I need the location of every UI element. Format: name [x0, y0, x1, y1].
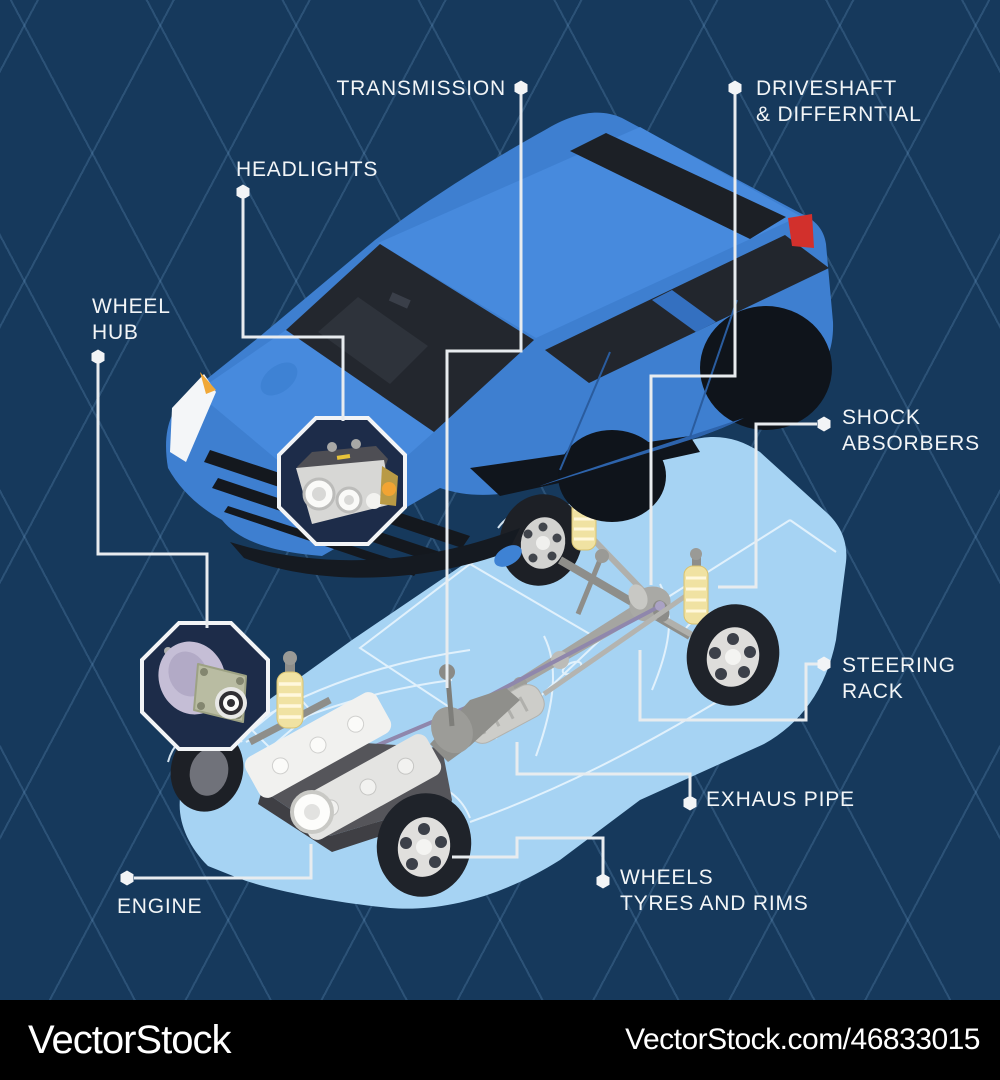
label-text: HEADLIGHTS: [236, 158, 379, 181]
headlight-detail-art: [296, 439, 398, 524]
wheel-hub-callout: [140, 621, 270, 751]
label-text: WHEEL: [92, 295, 171, 318]
chassis-illustration: [170, 480, 780, 897]
wheel-rear-right: [686, 604, 780, 706]
label-text: TYRES AND RIMS: [620, 892, 809, 915]
leader-dot: [683, 795, 697, 811]
label-text: EXHAUS PIPE: [706, 788, 855, 811]
label-text: RACK: [842, 680, 904, 703]
label-text: HUB: [92, 321, 139, 344]
label-text: & DIFFERNTIAL: [756, 103, 922, 126]
b-pillar: [652, 290, 716, 332]
rear-window: [570, 133, 786, 239]
leader-dot: [817, 416, 831, 432]
leader-dot: [514, 80, 528, 96]
leader-line-engine: [134, 844, 313, 880]
label-exhaust-pipe: EXHAUS PIPE: [706, 787, 855, 813]
label-transmission: TRANSMISSION: [337, 76, 506, 102]
label-text: ENGINE: [117, 895, 203, 918]
leader-line-shock-absorbers: [718, 422, 817, 589]
leader-dot: [91, 349, 105, 365]
leader-dot: [817, 656, 831, 672]
label-steering-rack: STEERING RACK: [842, 653, 956, 705]
windshield: [286, 244, 534, 432]
label-wheel-hub: WHEEL HUB: [92, 294, 171, 346]
leader-line-steering-rack: [638, 650, 818, 722]
leader-dot: [728, 80, 742, 96]
taillight: [788, 214, 814, 248]
vectorstock-image-url: VectorStock.com/46833015: [625, 1023, 980, 1056]
door-seams: [559, 299, 738, 471]
spring-rear-right: [683, 548, 709, 625]
spring-front-left: [276, 651, 304, 729]
leader-dot: [596, 873, 610, 889]
wheel-front-left: [376, 793, 472, 897]
wheel-hub-detail-art: [158, 641, 247, 723]
label-engine: ENGINE: [117, 894, 202, 920]
rear-wheel-arch: [700, 306, 832, 430]
wheel-rear-left: [499, 494, 583, 586]
leader-dots: [91, 80, 831, 889]
leader-lines: [96, 95, 818, 880]
label-text: DRIVESHAFT: [756, 77, 898, 100]
leader-dot: [236, 184, 250, 200]
leader-line-wheel-hub: [96, 364, 209, 628]
label-shock-absorbers: SHOCK ABSORBERS: [842, 405, 980, 457]
leader-line-exhaust-pipe: [515, 742, 692, 796]
watermark-bar: VectorStock VectorStock.com/46833015: [0, 1000, 1000, 1080]
transmission-part: [430, 664, 520, 762]
engine-part: [244, 664, 520, 852]
leader-dot: [120, 870, 134, 886]
leader-line-wheels: [452, 836, 605, 875]
rearview-mirror: [388, 292, 411, 309]
diagram-illustration: [91, 80, 847, 909]
leader-line-driveshaft: [649, 95, 737, 585]
side-mirror-left: [260, 362, 298, 396]
side-mirror-right: [494, 545, 522, 567]
label-driveshaft-differential: DRIVESHAFT & DIFFERNTIAL: [756, 76, 922, 128]
label-text: TRANSMISSION: [336, 77, 506, 100]
vectorstock-logo: VectorStock: [28, 1017, 231, 1062]
headlight-callout: [277, 416, 407, 546]
label-wheels-tyres-rims: WHEELS TYRES AND RIMS: [620, 865, 809, 917]
leader-line-transmission: [445, 95, 523, 688]
label-text: ABSORBERS: [842, 432, 980, 455]
label-text: SHOCK: [842, 406, 921, 429]
label-headlights: HEADLIGHTS: [236, 157, 378, 183]
headlight-streak: [170, 372, 216, 462]
leader-line-headlights: [241, 199, 345, 421]
label-text: STEERING: [842, 654, 956, 677]
label-text: WHEELS: [620, 866, 714, 889]
